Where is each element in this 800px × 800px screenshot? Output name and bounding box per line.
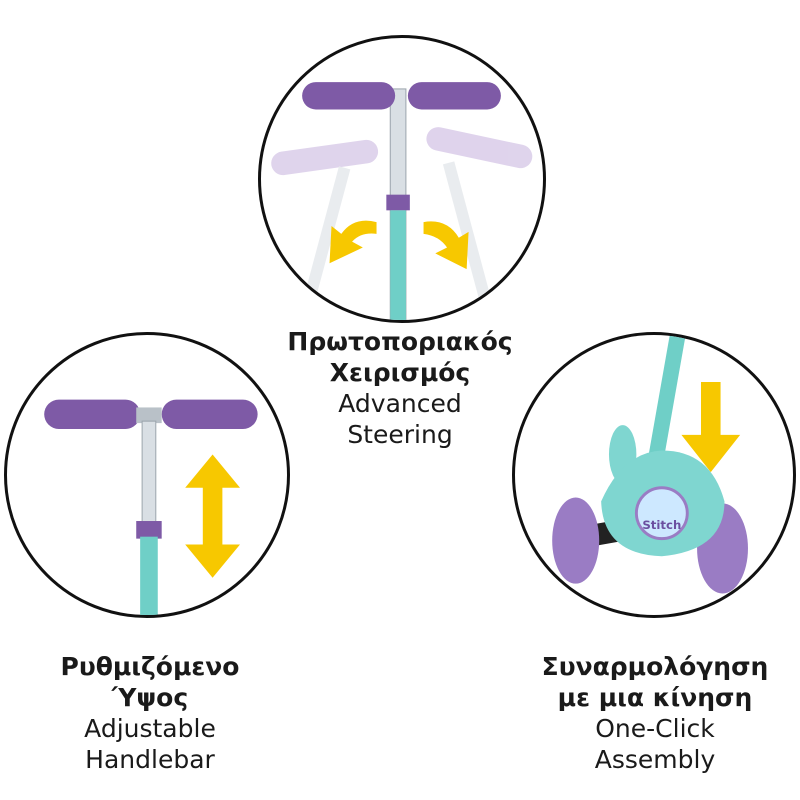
badge-text: Stitch bbox=[642, 518, 681, 532]
height-title-gr-2: Ύψος bbox=[111, 683, 189, 712]
left-grip bbox=[44, 399, 141, 429]
height-title-gr-1: Ρυθμιζόμενο bbox=[60, 652, 240, 681]
assembly-feature-image: Stitch bbox=[512, 332, 796, 618]
scooter-stem bbox=[644, 335, 686, 483]
arrow-left-icon bbox=[329, 220, 377, 264]
steering-title-en-2: Steering bbox=[347, 420, 453, 449]
steering-illustration bbox=[271, 82, 533, 320]
steering-title-gr-1: Πρωτοποριακός bbox=[287, 327, 513, 356]
ghost-handlebar-left bbox=[271, 139, 379, 312]
steering-feature-image bbox=[258, 35, 546, 323]
assembly-title-gr-2: με μια κίνηση bbox=[557, 683, 753, 712]
lower-stem bbox=[390, 210, 406, 320]
assembly-title-gr-1: Συναρμολόγηση bbox=[541, 652, 769, 681]
right-grip bbox=[407, 82, 501, 110]
height-feature-image bbox=[4, 332, 290, 618]
steering-title-en-1: Advanced bbox=[338, 389, 462, 418]
down-arrow-icon bbox=[681, 382, 741, 473]
assembly-illustration: Stitch bbox=[552, 335, 748, 594]
steering-title-gr-2: Χειρισμός bbox=[329, 358, 471, 387]
character-badge bbox=[634, 486, 689, 541]
height-title-en-1: Adjustable bbox=[84, 714, 216, 743]
height-title-en-2: Handlebar bbox=[85, 745, 215, 774]
left-wheel bbox=[552, 497, 600, 584]
assembly-title-en-1: One-Click bbox=[595, 714, 715, 743]
clamp bbox=[136, 521, 162, 539]
handlebar-joint bbox=[136, 407, 162, 424]
left-grip bbox=[302, 82, 396, 110]
lower-stem bbox=[140, 536, 158, 615]
height-illustration bbox=[44, 399, 258, 615]
handlebar-stem bbox=[141, 420, 157, 530]
up-down-arrow-icon bbox=[185, 454, 241, 578]
ghost-handlebar-right bbox=[426, 127, 533, 307]
arrow-right-icon bbox=[423, 221, 469, 270]
assembly-title-en-2: Assembly bbox=[594, 745, 716, 774]
steering-caption: Πρωτοποριακός Χειρισμός Advanced Steerin… bbox=[250, 326, 550, 450]
clamp bbox=[386, 194, 410, 211]
assembly-caption: Συναρμολόγηση με μια κίνηση One-Click As… bbox=[500, 651, 800, 775]
right-grip bbox=[161, 399, 258, 429]
height-caption: Ρυθμιζόμενο Ύψος Adjustable Handlebar bbox=[0, 651, 300, 775]
